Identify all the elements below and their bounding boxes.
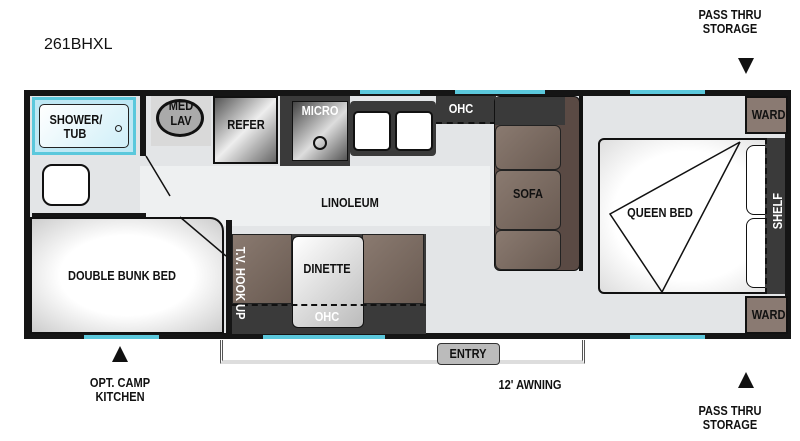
drain-icon (115, 125, 122, 132)
awning-label: 12' AWNING (498, 377, 562, 392)
entry-label: ENTRY (449, 346, 487, 361)
shower-tub-label: SHOWER/ TUB (49, 112, 103, 142)
toilet-icon (42, 164, 90, 206)
micro-label: MICRO (301, 103, 339, 118)
pass-thru-storage-bottom-label: PASS THRU STORAGE (698, 403, 762, 433)
burner-icon (313, 136, 327, 150)
window (630, 90, 705, 94)
pass-thru-storage-top-label: PASS THRU STORAGE (698, 7, 762, 37)
window (360, 90, 420, 94)
lav-label: LAV (170, 113, 192, 128)
window (263, 335, 385, 339)
dinette: DINETTE OHC (232, 234, 426, 334)
med-label: MED (168, 98, 194, 113)
dinette-label: DINETTE (303, 261, 351, 276)
camp-kitchen-label: OPT. CAMP KITCHEN (89, 375, 151, 405)
ohc-top-label: OHC (448, 101, 474, 116)
overhead-cabinet-top: OHC (436, 96, 496, 124)
queen-bed-label: QUEEN BED (627, 205, 693, 220)
model-name: 261BHXL (44, 36, 113, 53)
shelf: SHELF (765, 138, 785, 294)
window (84, 335, 159, 339)
linoleum-label: LINOLEUM (321, 195, 379, 210)
wardrobe-bottom: WARD (745, 296, 788, 334)
ward-top-label: WARD (751, 107, 786, 122)
arrow-down-icon (738, 58, 754, 74)
bed-fold-lines (608, 141, 741, 294)
shower-tub: SHOWER/ TUB (32, 97, 136, 155)
arrow-up-icon (738, 372, 754, 388)
linoleum-floor (140, 166, 490, 226)
dinette-table (292, 236, 364, 328)
arrow-up-icon (112, 346, 128, 362)
kitchen-sink (350, 101, 436, 156)
refrigerator: REFER (213, 96, 278, 164)
awning (220, 340, 585, 364)
double-bunk-bed: DOUBLE BUNK BED (30, 217, 224, 334)
lavatory: MED LAV (151, 96, 211, 146)
sofa-label: SOFA (512, 186, 544, 201)
ward-bottom-label: WARD (751, 307, 786, 322)
refer-label: REFER (227, 117, 265, 132)
microwave-stove: MICRO (292, 101, 348, 161)
floor-plan: SHOWER/ TUB MED LAV REFER MICRO OHC LINO… (24, 90, 791, 339)
door-swing-lines (145, 155, 227, 257)
sofa: SOFA (494, 96, 580, 271)
window (630, 335, 705, 339)
window (455, 90, 545, 94)
wardrobe-top: WARD (745, 96, 788, 134)
double-bunk-label: DOUBLE BUNK BED (67, 268, 177, 283)
ohc-bottom-label: OHC (314, 309, 340, 324)
entry-door[interactable]: ENTRY (437, 343, 500, 365)
